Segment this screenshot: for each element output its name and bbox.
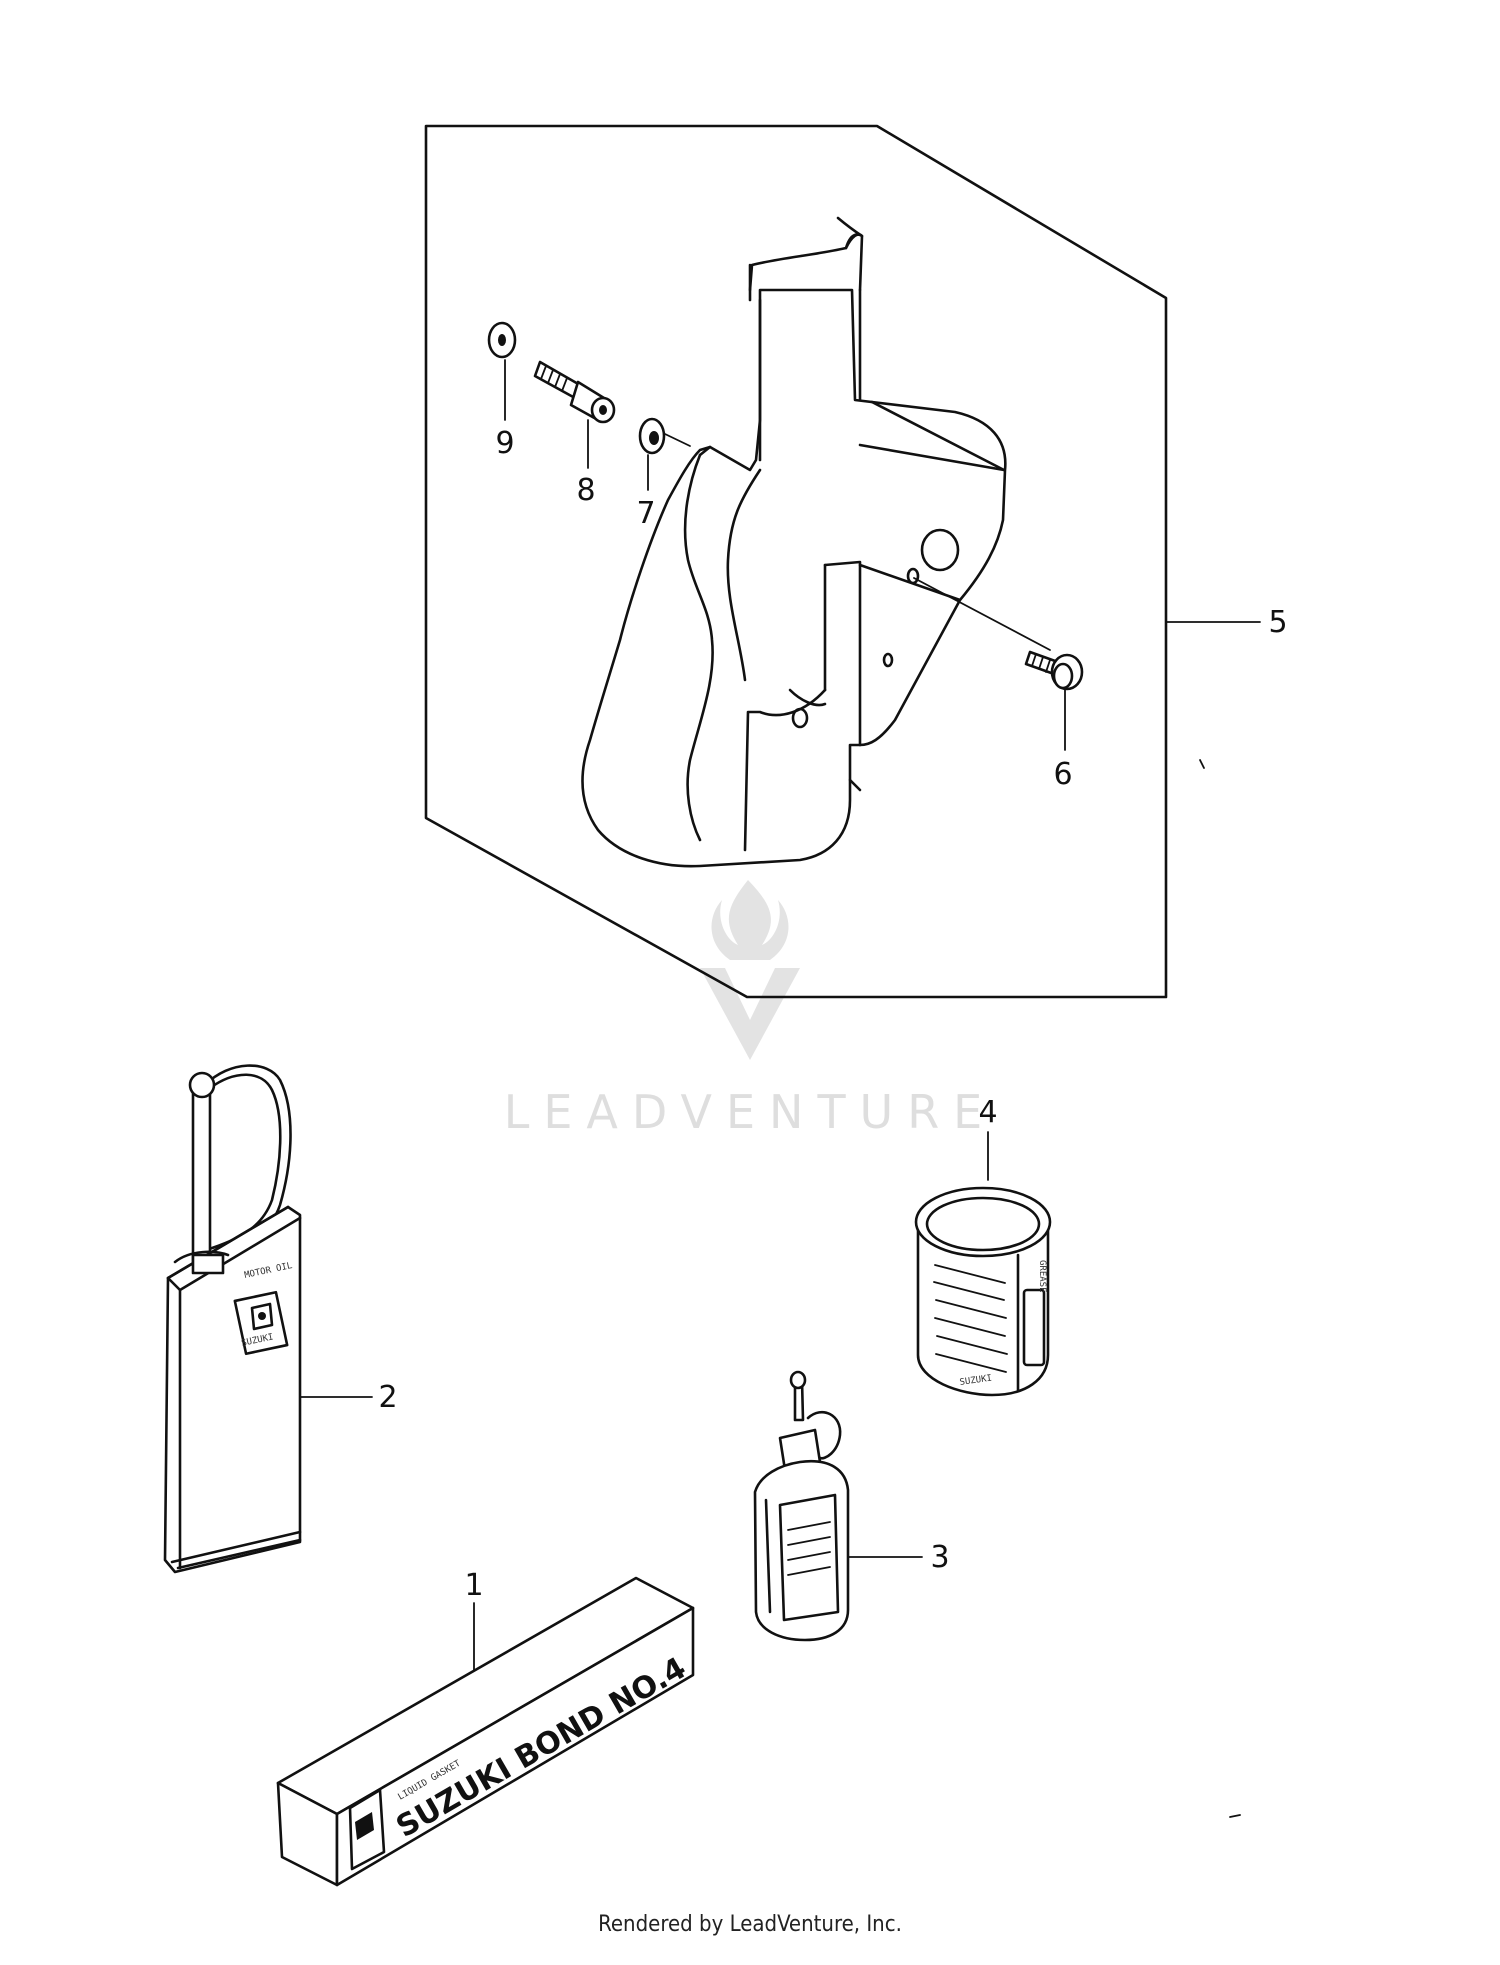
washer-9 (487, 321, 517, 359)
callout-6: 6 (1053, 757, 1072, 792)
lower-unit-cover (581, 216, 1007, 868)
oil-can-2: SUZUKI MOTOR OIL (163, 1064, 302, 1574)
callout-7: 7 (636, 496, 655, 531)
flame-logo (711, 880, 789, 960)
bolt-8 (533, 360, 616, 424)
callout-2: 2 (378, 1380, 397, 1415)
callout-3: 3 (930, 1540, 949, 1575)
v-logo (700, 968, 800, 1060)
grease-tin-4: GREASE SUZUKI (914, 1186, 1052, 1397)
callout-leaders (299, 359, 1261, 1681)
washer-7 (638, 417, 691, 455)
scan-specks (1199, 759, 1241, 1818)
svg-text:SUZUKI: SUZUKI (959, 1374, 993, 1388)
screw-6 (913, 577, 1084, 691)
callout-9: 9 (495, 426, 514, 461)
callout-1: 1 (464, 1568, 483, 1603)
oil-bottle-3 (753, 1370, 850, 1642)
callout-4: 4 (978, 1095, 997, 1130)
suzuki-bond-box-1: LIQUID GASKET SUZUKI BOND NO.4 (276, 1576, 695, 1887)
kit-boundary (424, 124, 1168, 999)
callout-8: 8 (576, 473, 595, 508)
callout-5: 5 (1268, 605, 1287, 640)
rendered-by-credit: Rendered by LeadVenture, Inc. (598, 1912, 902, 1937)
callout-labels: 1 2 3 4 5 6 7 8 9 (378, 426, 1287, 1603)
leadventure-watermark: LEADVENTURE (504, 880, 997, 1139)
watermark-text: LEADVENTURE (504, 1085, 997, 1139)
svg-text:GREASE: GREASE (1037, 1260, 1047, 1293)
suzuki-logo-on-box (348, 1788, 386, 1871)
